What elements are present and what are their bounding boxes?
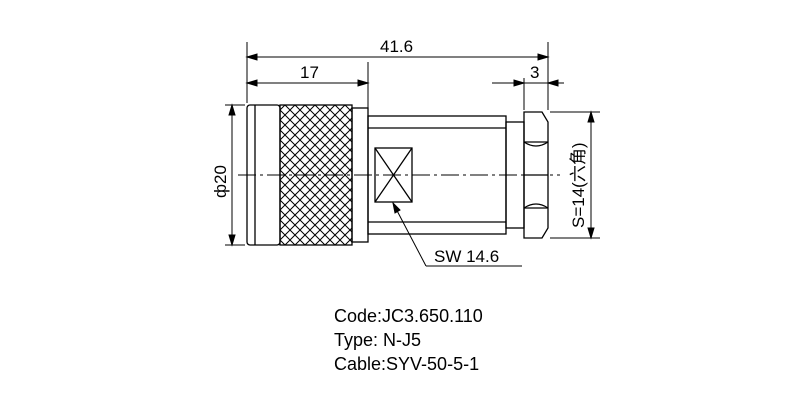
diameter-label: ф20: [211, 165, 230, 198]
nut-length-label: 3: [530, 63, 539, 82]
knurl-length-dimension: [245, 79, 370, 87]
code-text: Code:JC3.650.110: [334, 306, 483, 326]
overall-length-dimension: [245, 53, 550, 61]
cable-text: Cable:SYV-50-5-1: [334, 354, 480, 374]
diameter-dimension: [228, 103, 236, 247]
hex-size-label: S=14(六角): [569, 143, 588, 229]
type-text: Type: N-J5: [334, 330, 422, 350]
wrench-leader: [392, 201, 522, 267]
wrench-size-label: SW 14.6: [434, 247, 499, 266]
hex-size-dimension: [587, 110, 595, 240]
nut-length-dimension: [492, 79, 564, 87]
knurl-length-label: 17: [300, 63, 319, 82]
overall-length-label: 41.6: [380, 37, 413, 56]
